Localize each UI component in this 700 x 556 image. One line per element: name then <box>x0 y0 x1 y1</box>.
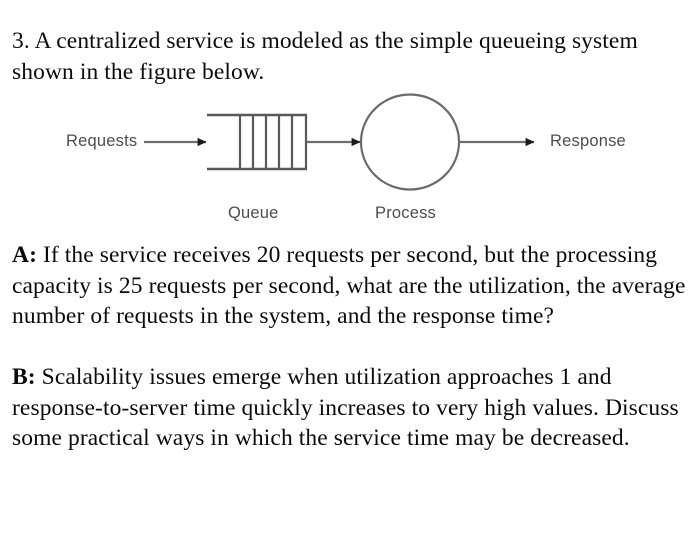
intro-paragraph: 3. A centralized service is modeled as t… <box>12 28 638 85</box>
question-b-text: Scalability issues emerge when utilizati… <box>12 364 679 451</box>
queueing-diagram-svg <box>144 93 535 191</box>
question-a-paragraph: A: If the service receives 20 requests p… <box>12 240 690 332</box>
question-a-label: A: <box>12 242 37 268</box>
question-a-text: If the service receives 20 requests per … <box>12 242 686 329</box>
queue-shape <box>207 113 308 171</box>
queueing-system-figure: Requests Response Queue Process <box>0 92 700 232</box>
question-b-label: B: <box>12 364 36 390</box>
figure-label-response: Response <box>550 132 626 150</box>
figure-label-process: Process <box>375 204 437 222</box>
question-b-paragraph: B: Scalability issues emerge when utiliz… <box>12 362 690 454</box>
figure-label-queue: Queue <box>228 204 279 222</box>
process-shape <box>359 93 461 191</box>
figure-label-requests: Requests <box>66 132 138 150</box>
